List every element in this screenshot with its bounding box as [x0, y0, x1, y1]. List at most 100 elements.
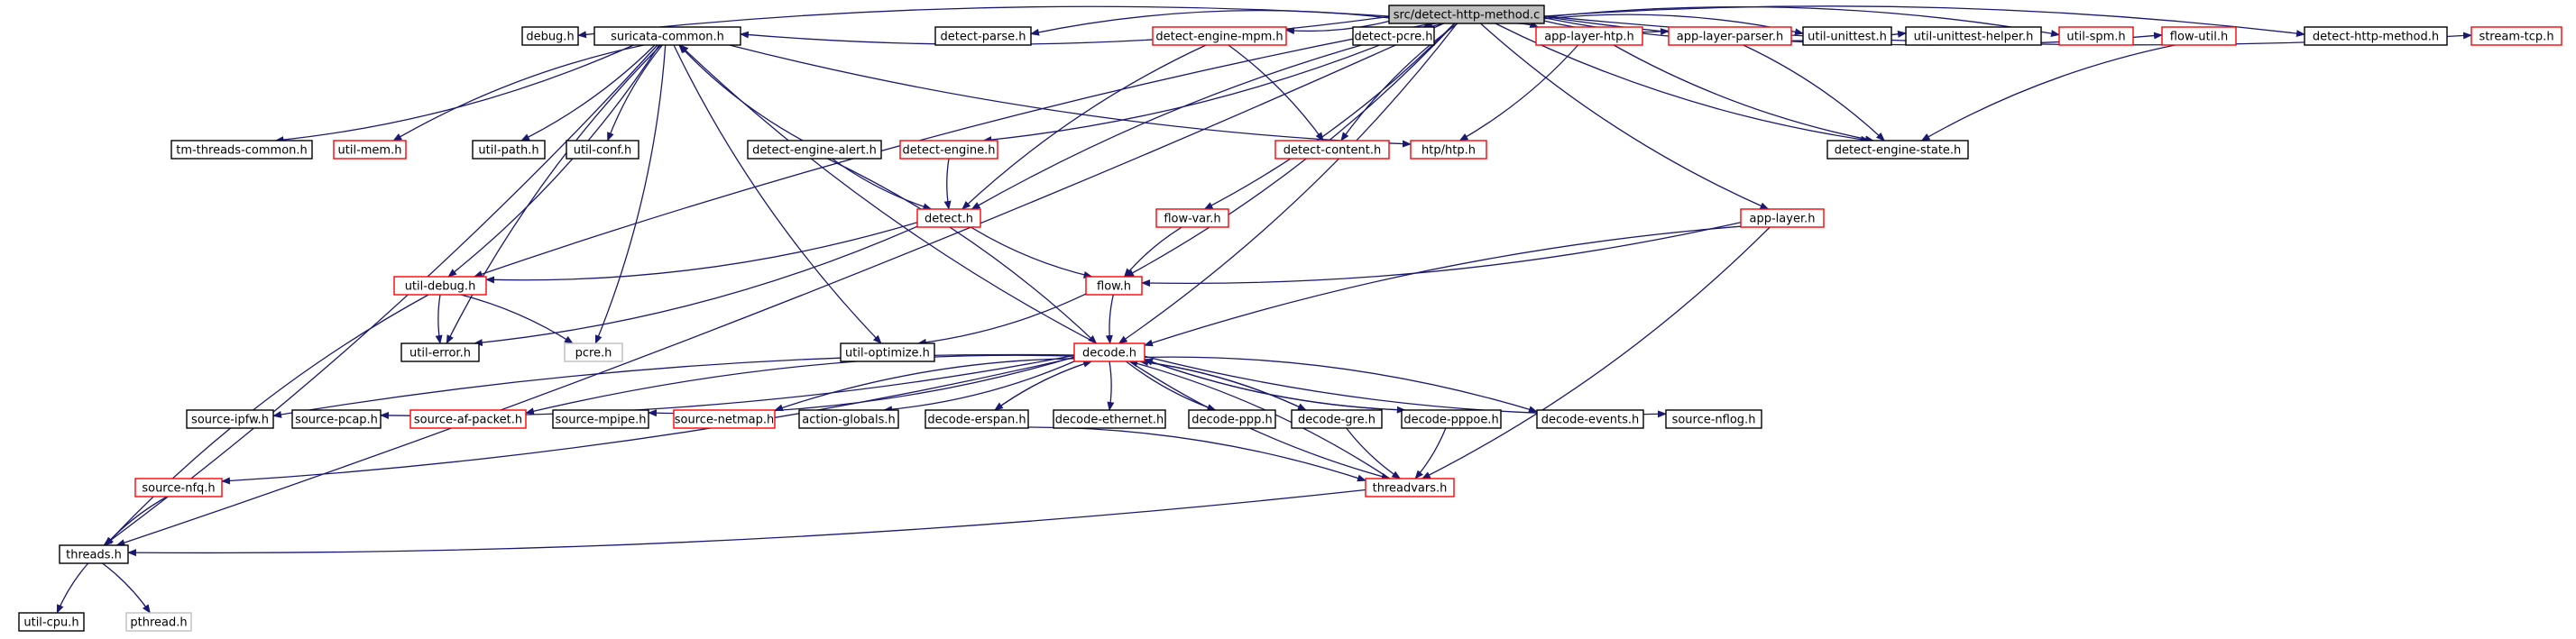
- node-box: [1668, 26, 1792, 46]
- edge-util_debug-to-threads: [105, 294, 429, 546]
- node-decode[interactable]: decode.h: [1073, 342, 1145, 362]
- edge-suricata_common-to-util_debug: [447, 44, 660, 278]
- node-root[interactable]: src/detect-http-method.c: [1388, 5, 1545, 24]
- node-label: util-unittest-helper.h: [1914, 31, 2034, 44]
- node-label: stream-tcp.h: [2479, 31, 2553, 44]
- node-box: [1388, 5, 1545, 24]
- node-label: source-nflog.h: [1672, 414, 1756, 427]
- node-htp-htp[interactable]: htp/htp.h: [1410, 140, 1487, 160]
- node-util-spm[interactable]: util-spm.h: [2058, 26, 2134, 46]
- node-debug[interactable]: debug.h: [521, 26, 579, 46]
- node-util-debug[interactable]: util-debug.h: [393, 276, 487, 296]
- node-box: [1401, 409, 1502, 429]
- node-stream-tcp[interactable]: stream-tcp.h: [2470, 26, 2562, 46]
- node-label: detect-engine-mpm.h: [1155, 31, 1283, 44]
- edge-detect_engine_mpm-to-detect_h: [961, 44, 1207, 210]
- node-app-layer-parser[interactable]: app-layer-parser.h: [1668, 26, 1792, 46]
- edge-decode-to-decode_events: [1144, 356, 1538, 413]
- node-decode-ethernet[interactable]: decode-ethernet.h: [1053, 409, 1166, 429]
- edge-detect_h-to-util_debug: [485, 222, 918, 284]
- node-label: src/detect-http-method.c: [1394, 9, 1541, 23]
- edge-suricata_common-to-util_path: [520, 44, 656, 141]
- node-threadvars[interactable]: threadvars.h: [1365, 478, 1455, 498]
- node-detect-pcre[interactable]: detect-pcre.h: [1352, 26, 1435, 46]
- node-box: [1291, 409, 1383, 429]
- node-box: [333, 140, 407, 160]
- edge-flow_h-to-decode: [1105, 294, 1114, 344]
- node-flow-util[interactable]: flow-util.h: [2161, 26, 2237, 46]
- node-box: [1665, 409, 1762, 429]
- node-box: [472, 140, 546, 160]
- node-util-mem[interactable]: util-mem.h: [333, 140, 407, 160]
- node-label: source-af-packet.h: [414, 414, 522, 427]
- node-decode-gre[interactable]: decode-gre.h: [1291, 409, 1383, 429]
- node-util-conf[interactable]: util-conf.h: [566, 140, 639, 160]
- node-decode-pppoe[interactable]: decode-pppoe.h: [1401, 409, 1502, 429]
- node-label: suricata-common.h: [611, 31, 724, 44]
- node-flow-h[interactable]: flow.h: [1085, 276, 1143, 296]
- node-util-unittest-helper[interactable]: util-unittest-helper.h: [1905, 26, 2042, 46]
- node-detect-engine-state[interactable]: detect-engine-state.h: [1826, 140, 1969, 160]
- node-label: util-path.h: [478, 144, 538, 158]
- node-source-netmap[interactable]: source-netmap.h: [673, 409, 776, 429]
- node-box: [593, 26, 741, 46]
- node-util-error[interactable]: util-error.h: [400, 342, 480, 362]
- edge-root-to-decode: [1118, 23, 1458, 344]
- edge-decode-to-suricata_common: [679, 44, 1098, 344]
- node-label: source-nfq.h: [142, 482, 215, 496]
- node-box: [2470, 26, 2562, 46]
- edge-suricata_common-to-util_conf: [607, 44, 663, 141]
- node-source-af-packet[interactable]: source-af-packet.h: [409, 409, 527, 429]
- edge-decode-to-source_netmap: [774, 358, 1075, 412]
- node-box: [1053, 409, 1166, 429]
- node-tm-threads-common[interactable]: tm-threads-common.h: [170, 140, 313, 160]
- node-label: decode-ppp.h: [1191, 414, 1272, 427]
- node-label: util-spm.h: [2066, 31, 2125, 44]
- node-box: [134, 478, 223, 498]
- node-detect-content[interactable]: detect-content.h: [1274, 140, 1390, 160]
- node-box: [564, 342, 623, 362]
- edge-root-to-suricata_common: [740, 15, 1390, 45]
- node-source-pcap[interactable]: source-pcap.h: [291, 409, 382, 429]
- node-box: [59, 544, 129, 564]
- node-util-path[interactable]: util-path.h: [472, 140, 546, 160]
- edge-suricata_common-to-tm_threads_common: [274, 44, 634, 144]
- edge-root-to-detect_h: [971, 23, 1444, 210]
- node-action-globals[interactable]: action-globals.h: [798, 409, 899, 429]
- node-app-layer[interactable]: app-layer.h: [1740, 208, 1825, 228]
- node-source-ipfw[interactable]: source-ipfw.h: [186, 409, 274, 429]
- node-decode-events[interactable]: decode-events.h: [1536, 409, 1644, 429]
- node-label: util-optimize.h: [845, 347, 930, 361]
- node-pcre: pcre.h: [564, 342, 623, 362]
- node-pthread: pthread.h: [125, 612, 192, 632]
- node-source-nflog[interactable]: source-nflog.h: [1665, 409, 1762, 429]
- edge-decode_pppoe-to-decode: [1144, 358, 1405, 411]
- node-util-optimize[interactable]: util-optimize.h: [840, 342, 935, 362]
- node-detect-engine-mpm[interactable]: detect-engine-mpm.h: [1152, 26, 1287, 46]
- node-decode-erspan[interactable]: decode-erspan.h: [925, 409, 1029, 429]
- node-box: [2058, 26, 2134, 46]
- node-box: [916, 208, 981, 228]
- node-detect-engine[interactable]: detect-engine.h: [899, 140, 998, 160]
- node-util-unittest[interactable]: util-unittest.h: [1802, 26, 1892, 46]
- node-label: detect.h: [925, 213, 973, 226]
- node-util-cpu[interactable]: util-cpu.h: [18, 612, 85, 632]
- node-threads[interactable]: threads.h: [59, 544, 129, 564]
- node-detect-h[interactable]: detect.h: [916, 208, 981, 228]
- node-flow-var[interactable]: flow-var.h: [1155, 208, 1229, 228]
- edge-app_layer-to-threadvars: [1421, 226, 1771, 479]
- node-source-nfq[interactable]: source-nfq.h: [134, 478, 223, 498]
- node-detect-parse[interactable]: detect-parse.h: [934, 26, 1032, 46]
- node-source-mpipe[interactable]: source-mpipe.h: [552, 409, 649, 429]
- edge-root-to-app_layer: [1480, 23, 1770, 210]
- node-label: detect-engine-alert.h: [752, 144, 877, 158]
- node-detect-http-method-h[interactable]: detect-http-method.h: [2304, 26, 2448, 46]
- node-detect-engine-alert[interactable]: detect-engine-alert.h: [747, 140, 882, 160]
- node-app-layer-htp[interactable]: app-layer-htp.h: [1535, 26, 1643, 46]
- node-decode-ppp[interactable]: decode-ppp.h: [1188, 409, 1276, 429]
- edge-suricata_common-to-threads: [103, 44, 658, 546]
- node-box: [1152, 26, 1287, 46]
- node-suricata-common[interactable]: suricata-common.h: [593, 26, 741, 46]
- node-label: decode-events.h: [1541, 414, 1639, 427]
